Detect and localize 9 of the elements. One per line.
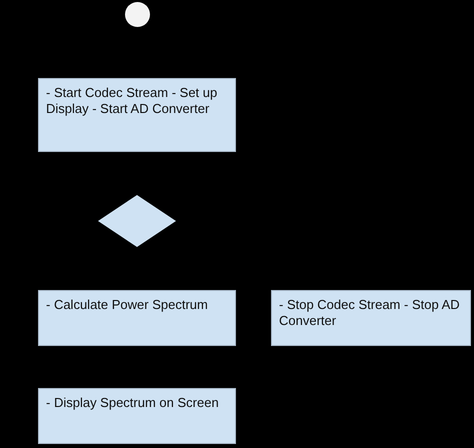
box-text: - Display Spectrum on Screen: [46, 395, 220, 411]
box-text: - Calculate Power Spectrum: [46, 297, 209, 313]
box-text: - Stop Codec Stream - Stop AD Converter: [279, 297, 461, 329]
process-box: [38, 290, 236, 346]
process-box: [38, 388, 236, 444]
process-box: [271, 290, 471, 346]
decision-diamond: [98, 195, 176, 247]
process-box: [38, 78, 236, 152]
box-text: - Start Codec Stream - Set up Display - Start AD Converter: [46, 85, 218, 117]
